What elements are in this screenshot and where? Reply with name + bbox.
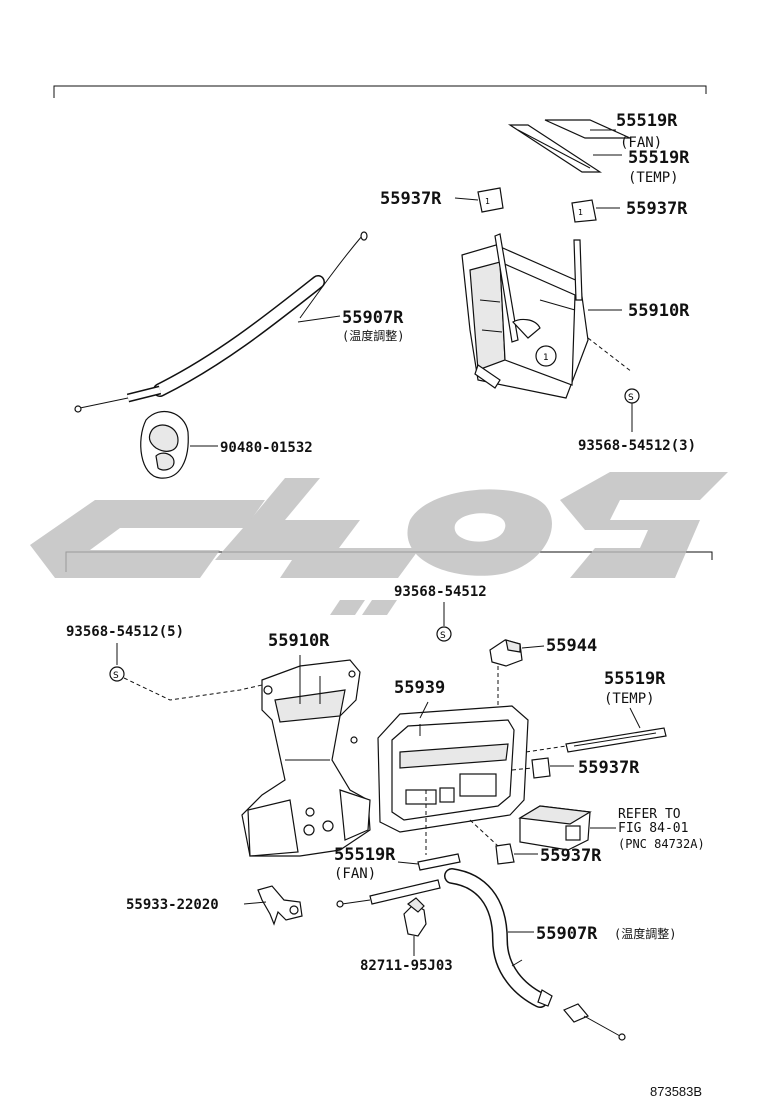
cable-55907R-upper [74, 231, 368, 413]
label-55910R-upper: 55910R [628, 301, 690, 321]
screw-93568-lower-left: S [109, 643, 125, 682]
label-55937R-lower-a: 55937R [578, 758, 640, 778]
label-93568-upper: 93568-54512(3) [578, 438, 696, 454]
svg-text:1: 1 [485, 197, 490, 206]
label-fan-lower: (FAN) [334, 866, 376, 882]
knob-55937R-upper-left: 1 [477, 187, 504, 213]
label-temp-upper: (TEMP) [628, 170, 679, 186]
strip-55519R-temp [507, 124, 603, 173]
label-55519R-temp-lower: 55519R [604, 669, 666, 689]
label-refer-to: REFER TO [618, 807, 681, 822]
label-55937R-upper-left: 55937R [380, 189, 442, 209]
label-temp-lower: (TEMP) [604, 691, 655, 707]
strip-55519R-fan [544, 119, 631, 139]
knob-55937R-lower-b [495, 843, 515, 865]
control-assembly-55910R-upper: 1 [461, 233, 589, 399]
label-93568-lower-middle: 93568-54512 [394, 584, 487, 600]
rod-lower [336, 879, 441, 908]
clip-55933-22020 [257, 885, 303, 926]
strip-55519R-fan-lower [417, 853, 461, 871]
label-55937R-lower-b: 55937R [540, 846, 602, 866]
label-55907R-lower: 55907R [536, 924, 598, 944]
cable-55907R-lower [444, 868, 626, 1041]
svg-text:S: S [628, 393, 634, 403]
clamp-82711-95J03 [403, 897, 427, 937]
label-55939: 55939 [394, 678, 445, 698]
watermark-logo [30, 472, 728, 615]
svg-text:1: 1 [543, 353, 549, 363]
label-refer-pnc: (PNC 84732A) [618, 837, 705, 851]
svg-text:1: 1 [578, 208, 583, 217]
label-55907R-upper: 55907R [342, 308, 404, 328]
label-refer-fig: FIG 84-01 [618, 821, 688, 836]
screw-93568-upper: S [624, 388, 640, 432]
unit-84732A [518, 805, 592, 851]
label-55519R-fan-lower: 55519R [334, 845, 396, 865]
clip-55944 [489, 639, 523, 667]
svg-text:S: S [113, 671, 119, 681]
grommet-90480-01532 [140, 410, 189, 479]
upper-section-frame [53, 85, 707, 98]
control-panel-55939 [377, 705, 529, 833]
strip-55519R-temp-lower [565, 727, 667, 753]
label-55907R-sub-upper: (温度調整) [342, 328, 404, 343]
lower-labels: 93568-54512(5) 55910R 93568-54512 55944 … [66, 584, 705, 974]
label-fan-upper: (FAN) [620, 135, 662, 151]
svg-text:S: S [440, 631, 446, 641]
label-55937R-upper-right: 55937R [626, 199, 688, 219]
label-55944: 55944 [546, 636, 597, 656]
label-55933-22020: 55933-22020 [126, 897, 219, 913]
label-55519R-temp-upper: 55519R [628, 148, 690, 168]
label-55907R-sub-lower: (温度調整) [614, 926, 676, 941]
label-82711-95J03: 82711-95J03 [360, 958, 453, 974]
knob-55937R-lower-a [531, 757, 551, 779]
knob-55937R-upper-right: 1 [571, 199, 597, 223]
label-55910R-lower: 55910R [268, 631, 330, 651]
label-93568-lower-left: 93568-54512(5) [66, 624, 184, 640]
upper-labels: 55519R (FAN) 55519R (TEMP) 55937R 55937R… [220, 111, 696, 456]
control-assembly-55910R-lower [241, 659, 371, 857]
footer-code: 873583B [650, 1084, 702, 1099]
label-55519R-fan-upper: 55519R [616, 111, 678, 131]
label-90480-01532: 90480-01532 [220, 440, 313, 456]
screw-93568-lower-middle: S [436, 602, 452, 642]
